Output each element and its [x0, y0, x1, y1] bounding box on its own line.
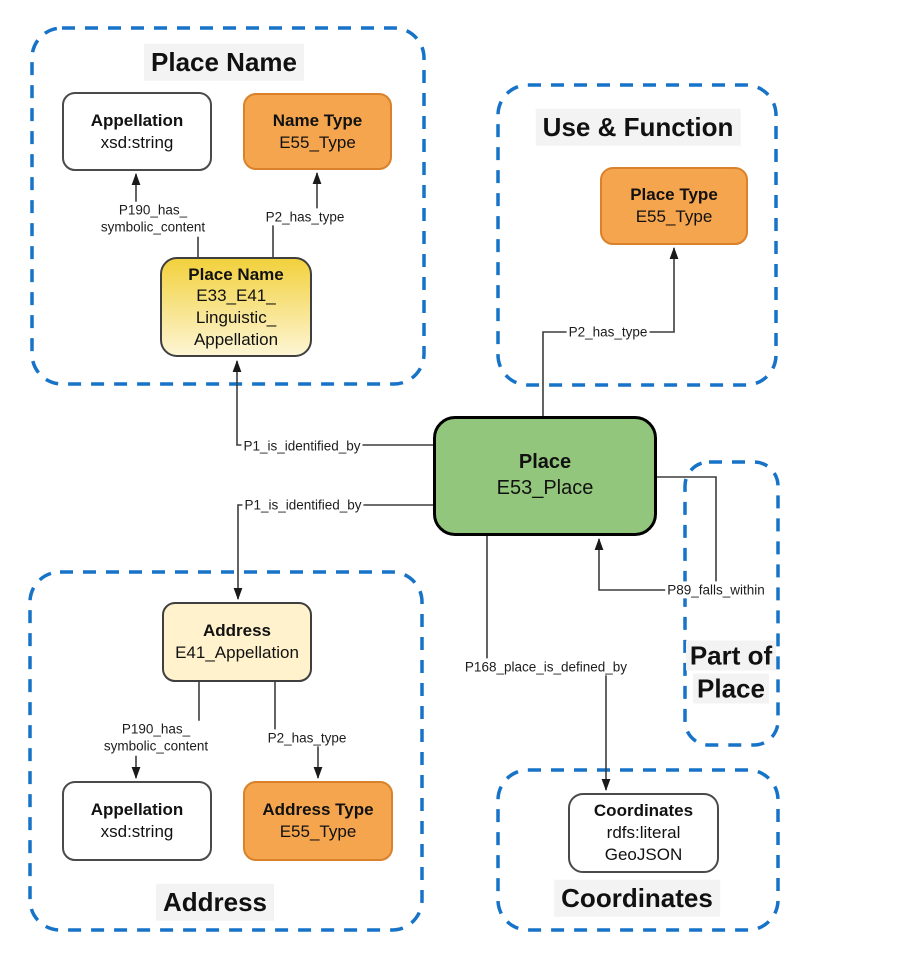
node-subtitle: E33_E41_	[196, 286, 276, 306]
edge-label-p168-place-is-defined-by: P168_place_is_defined_by	[462, 658, 630, 676]
edge-p1-is-identified-by-place-name	[232, 360, 433, 446]
node-place-name: Place Name E33_E41_ Linguistic_ Appellat…	[160, 257, 312, 357]
node-title: Place Type	[630, 185, 718, 205]
node-address: Address E41_Appellation	[162, 602, 312, 682]
node-title: Address Type	[262, 800, 374, 820]
group-address-outline	[28, 570, 424, 932]
node-title: Appellation	[90, 110, 184, 130]
edge-label-p1-is-identified-by-lower: P1_is_identified_by	[242, 496, 364, 514]
node-appellation-top: Appellation xsd:string	[62, 92, 212, 171]
node-name-type: Name Type E55_Type	[243, 93, 392, 170]
node-place-type: Place Type E55_Type	[600, 167, 748, 245]
edge-label-p190-has-symbolic-content-top: P190_has_ symbolic_content	[98, 201, 208, 237]
node-subtitle: xsd:string	[100, 822, 174, 841]
group-title-part-of-place: Part of Place	[685, 638, 777, 707]
node-title: Appellation	[90, 800, 184, 820]
group-place-name-outline	[30, 26, 426, 386]
node-title: Coordinates	[593, 801, 694, 821]
node-title: Name Type	[272, 110, 363, 130]
node-title: Place	[518, 451, 572, 474]
group-title-place-name: Place Name	[144, 43, 304, 81]
edge-p1-is-identified-by-address	[233, 504, 433, 600]
edge-label-p2-has-type-top: P2_has_type	[263, 208, 347, 226]
node-subtitle: xsd:string	[100, 132, 174, 152]
node-subtitle: E55_Type	[279, 132, 356, 152]
edge-label-p2-has-type-bottom: P2_has_type	[265, 729, 349, 747]
node-subtitle: E41_Appellation	[175, 643, 299, 662]
group-part-of-place-outline	[683, 460, 780, 747]
node-subtitle: E55_Type	[279, 822, 357, 841]
node-appellation-bottom: Appellation xsd:string	[62, 781, 212, 861]
node-title: Place Name	[188, 264, 284, 284]
node-subtitle: GeoJSON	[604, 844, 683, 864]
group-title-use-function: Use & Function	[535, 108, 741, 146]
group-title-coordinates: Coordinates	[554, 879, 720, 917]
edge-label-p89-falls-within: P89_falls_within	[665, 581, 767, 599]
node-coordinates: Coordinates rdfs:literal GeoJSON	[568, 793, 719, 873]
edge-label-p1-is-identified-by-upper: P1_is_identified_by	[241, 437, 363, 455]
edge-label-p2-has-type-place-type: P2_has_type	[566, 323, 650, 341]
node-address-type: Address Type E55_Type	[243, 781, 393, 861]
node-subtitle: E53_Place	[496, 477, 594, 499]
node-title: Address	[202, 621, 272, 641]
node-subtitle: rdfs:literal	[606, 823, 681, 843]
node-subtitle: E55_Type	[635, 207, 713, 226]
node-subtitle: Appellation	[193, 329, 279, 349]
node-subtitle: Linguistic_	[195, 308, 277, 327]
group-title-address: Address	[155, 883, 275, 921]
node-place: Place E53_Place	[433, 416, 657, 536]
edge-label-p190-has-symbolic-content-bottom: P190_has_ symbolic_content	[101, 720, 211, 756]
